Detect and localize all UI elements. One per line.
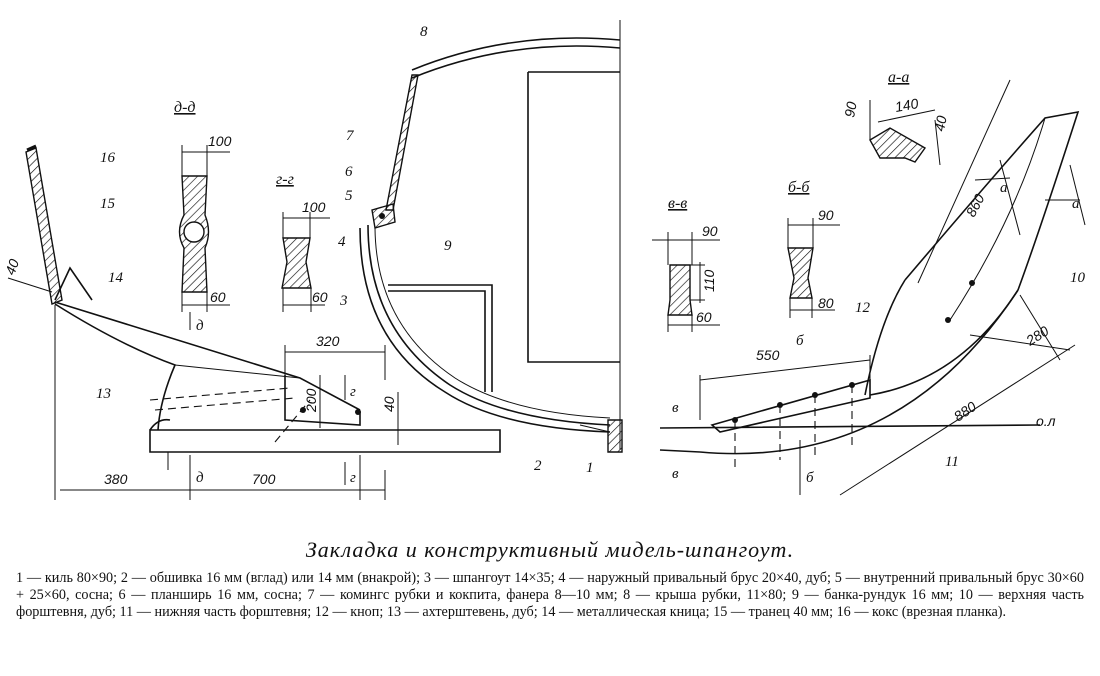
- dim-550: 550: [756, 347, 780, 363]
- dim-dd-60: 60: [210, 289, 226, 305]
- figure-legend: 1 — киль 80×90; 2 — обшивка 16 мм (вглад…: [16, 570, 1084, 620]
- label-13: 13: [96, 386, 111, 402]
- dim-40-left: 40: [2, 257, 22, 277]
- mark-b-bottom: б: [806, 470, 814, 486]
- dim-380: 380: [104, 471, 128, 487]
- drawing-labels: 16 15 14 13 8 7 6 5 4 3 9 2 1 10 11 12 д…: [2, 24, 1086, 487]
- section-title-dd: д-д: [174, 99, 196, 116]
- dim-880: 880: [951, 398, 979, 424]
- planking: [359, 227, 611, 433]
- section-title-bb: б-б: [788, 179, 810, 196]
- section-gg: [281, 212, 330, 312]
- section-title-aa: а-а: [888, 69, 909, 86]
- label-12: 12: [855, 300, 871, 316]
- dim-40-stern: 40: [381, 396, 397, 412]
- construction-drawing: [7, 20, 1086, 500]
- label-14: 14: [108, 270, 124, 286]
- frame: [367, 224, 611, 426]
- label-4: 4: [338, 234, 346, 250]
- dim-gg-60: 60: [312, 289, 328, 305]
- dim-gg-100: 100: [302, 199, 326, 215]
- dim-aa-90: 90: [841, 100, 859, 118]
- mark-a-2: а: [1072, 196, 1080, 212]
- label-10: 10: [1070, 270, 1086, 286]
- dim-bb-80: 80: [818, 295, 834, 311]
- dim-dd-100: 100: [208, 133, 232, 149]
- dim-vv-60: 60: [696, 309, 712, 325]
- label-2: 2: [534, 458, 542, 474]
- mark-a-1: а: [1000, 180, 1008, 196]
- cabin-roof: [411, 37, 621, 71]
- dim-bb-90: 90: [818, 207, 834, 223]
- dim-aa-40: 40: [931, 114, 949, 132]
- mark-g-bottom: г: [350, 470, 356, 486]
- label-6: 6: [345, 164, 353, 180]
- section-dd: [178, 145, 230, 312]
- midship-section: [359, 20, 623, 453]
- section-bb: [787, 218, 840, 318]
- keel: [607, 419, 623, 453]
- dim-280: 280: [1022, 322, 1051, 349]
- dim-vv-110: 110: [701, 269, 717, 292]
- label-5: 5: [345, 188, 353, 204]
- transom-cap: [26, 144, 37, 152]
- cabin-window: [527, 71, 620, 363]
- dim-ol: о.л: [1036, 413, 1056, 429]
- bench-locker: [388, 284, 493, 392]
- label-7: 7: [346, 128, 355, 144]
- mark-d-top: д: [196, 318, 204, 334]
- section-title-gg: г-г: [276, 171, 294, 188]
- label-3: 3: [339, 293, 348, 309]
- mark-d-bottom: д: [196, 470, 204, 486]
- metal-knee: [54, 266, 93, 301]
- mark-v-bottom: в: [672, 466, 679, 482]
- sternpost-bottom: [54, 303, 177, 431]
- label-15: 15: [100, 196, 116, 212]
- bow-assembly: [659, 79, 1086, 496]
- section-aa: [869, 100, 941, 166]
- lower-stem-bottom: [699, 289, 1019, 455]
- dim-700: 700: [252, 471, 276, 487]
- dim-vv-90: 90: [702, 223, 718, 239]
- mark-g-top: г: [350, 384, 356, 400]
- mark-v-top: в: [672, 400, 679, 416]
- figure-title: Закладка и конструктивный мидель-шпангоу…: [305, 537, 795, 562]
- label-16: 16: [100, 150, 116, 166]
- label-8: 8: [420, 24, 428, 40]
- dim-aa-140: 140: [894, 95, 920, 115]
- dim-320: 320: [316, 333, 340, 349]
- section-vv: [652, 232, 720, 332]
- mark-b-sec: б: [796, 333, 804, 349]
- label-1: 1: [586, 460, 594, 476]
- label-11: 11: [945, 454, 959, 470]
- label-9: 9: [444, 238, 452, 254]
- transom: [25, 147, 63, 305]
- section-title-vv: в-в: [668, 195, 687, 212]
- dim-200: 200: [303, 388, 319, 413]
- dim-860: 860: [963, 191, 988, 219]
- keel-bow: [659, 424, 1041, 453]
- stern-assembly: [7, 144, 501, 500]
